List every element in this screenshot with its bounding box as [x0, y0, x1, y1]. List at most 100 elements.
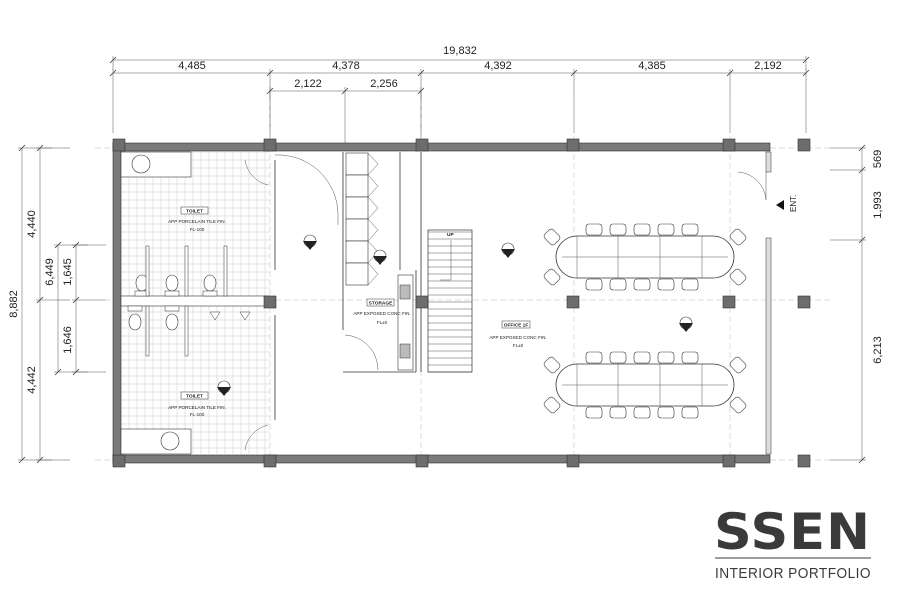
dim-sub-2: 2,256	[370, 78, 398, 90]
chair	[585, 278, 603, 291]
structural-column	[797, 454, 811, 468]
dim-right-3: 6,213	[872, 336, 884, 364]
brand-logo: SSEN INTERIOR PORTFOLIO	[714, 503, 871, 582]
section-marker-arrow	[679, 323, 693, 332]
toilet-bowl	[203, 274, 217, 292]
dim-right-1: 569	[872, 150, 884, 168]
chair	[633, 223, 651, 236]
sink	[131, 154, 151, 174]
chair	[657, 278, 675, 291]
structural-column	[112, 454, 126, 468]
dim-top-2: 4,378	[332, 60, 360, 72]
chair	[585, 351, 603, 364]
toilet-tank	[127, 305, 143, 312]
structural-column	[112, 138, 126, 152]
dim-top-1: 4,485	[178, 60, 206, 72]
shelf-door	[367, 262, 379, 286]
toilet-tank	[202, 290, 218, 297]
structural-column	[722, 138, 736, 152]
top-dimensions: 19,832 4,485 4,378 4,392 4,385 2,192 2,1…	[109, 45, 810, 151]
chair	[681, 406, 699, 419]
chair	[729, 268, 747, 286]
storage-shelves	[345, 152, 414, 371]
section-marker-arrow	[501, 249, 515, 258]
structural-column	[263, 138, 277, 152]
storage-unit	[399, 343, 411, 359]
toilet-bowl	[128, 313, 142, 331]
structural-column	[415, 138, 429, 152]
walls	[112, 142, 772, 464]
vanity-counter	[120, 151, 192, 178]
dim-top-5: 2,192	[754, 60, 782, 72]
chair	[543, 396, 561, 414]
shelf	[345, 174, 369, 198]
chair	[729, 396, 747, 414]
urinal	[239, 311, 251, 321]
dim-top-3: 4,392	[484, 60, 512, 72]
room-level: FL±0	[377, 320, 388, 325]
room-label-toilet-bottom: TOILET APP PORCELAIN TILE FIN. FL-100	[168, 391, 226, 417]
structural-column	[797, 295, 811, 309]
room-label-office: OFFICE 1F APP EXPOSED CONC FIN. FL±0	[489, 320, 547, 348]
shelf-door	[367, 196, 379, 220]
structural-column	[566, 138, 580, 152]
dim-left-top: 4,440	[26, 210, 38, 238]
chair	[609, 278, 627, 291]
chair	[657, 406, 675, 419]
dim-left-inner-2: 1,646	[62, 326, 74, 354]
shelf-door	[367, 152, 379, 176]
dim-total-width: 19,832	[443, 45, 477, 57]
left-dimensions: 8,882 4,440 4,442 6,449 1,645 1,646	[8, 144, 106, 464]
shelf	[345, 262, 369, 286]
chair	[543, 268, 561, 286]
shelf-door	[367, 218, 379, 242]
dim-top-4: 4,385	[638, 60, 666, 72]
room-finish: APP PORCELAIN TILE FIN.	[168, 405, 226, 410]
toilet-fixtures	[120, 151, 251, 455]
structural-column	[722, 295, 736, 309]
stair: UP	[427, 229, 473, 373]
shelf	[345, 196, 369, 220]
chair	[681, 278, 699, 291]
structural-column	[722, 454, 736, 468]
storage-unit	[399, 284, 411, 300]
room-level: FL±0	[513, 343, 524, 348]
stall-partition	[145, 305, 150, 357]
structural-column	[263, 454, 277, 468]
structural-column	[797, 138, 811, 152]
conference-tables	[543, 223, 747, 419]
room-level: FL-100	[190, 412, 205, 417]
stair-outline	[427, 229, 473, 373]
stair-up-label: UP	[447, 232, 454, 238]
chair	[729, 356, 747, 374]
chair	[657, 223, 675, 236]
room-name: TOILET	[186, 209, 203, 215]
toilet-bowl	[165, 274, 179, 292]
toilet-tank	[164, 290, 180, 297]
shelf	[345, 152, 369, 176]
vanity-counter	[120, 428, 192, 455]
chair	[681, 223, 699, 236]
chair	[585, 223, 603, 236]
dim-sub-1: 2,122	[294, 78, 322, 90]
chair	[633, 406, 651, 419]
dim-right-2: 1,993	[872, 191, 884, 219]
entrance-label: ENT.	[789, 195, 798, 212]
room-label-toilet-top: TOILET APP PORCELAIN TILE FIN. FL-100	[168, 206, 226, 232]
sink	[160, 431, 180, 451]
urinal	[209, 311, 221, 321]
toilet-tank	[164, 305, 180, 312]
structural-column	[263, 295, 277, 309]
chair	[633, 278, 651, 291]
chair	[729, 228, 747, 246]
chair	[633, 351, 651, 364]
right-dimensions: 569 1,993 6,213	[830, 144, 884, 464]
shelf	[345, 240, 369, 264]
stall-partition	[145, 245, 150, 297]
dim-left-inner-1: 1,645	[62, 258, 74, 286]
chair	[609, 351, 627, 364]
chair	[609, 223, 627, 236]
room-finish: APP EXPOSED CONC FIN.	[353, 311, 410, 316]
room-level: FL-100	[190, 227, 205, 232]
